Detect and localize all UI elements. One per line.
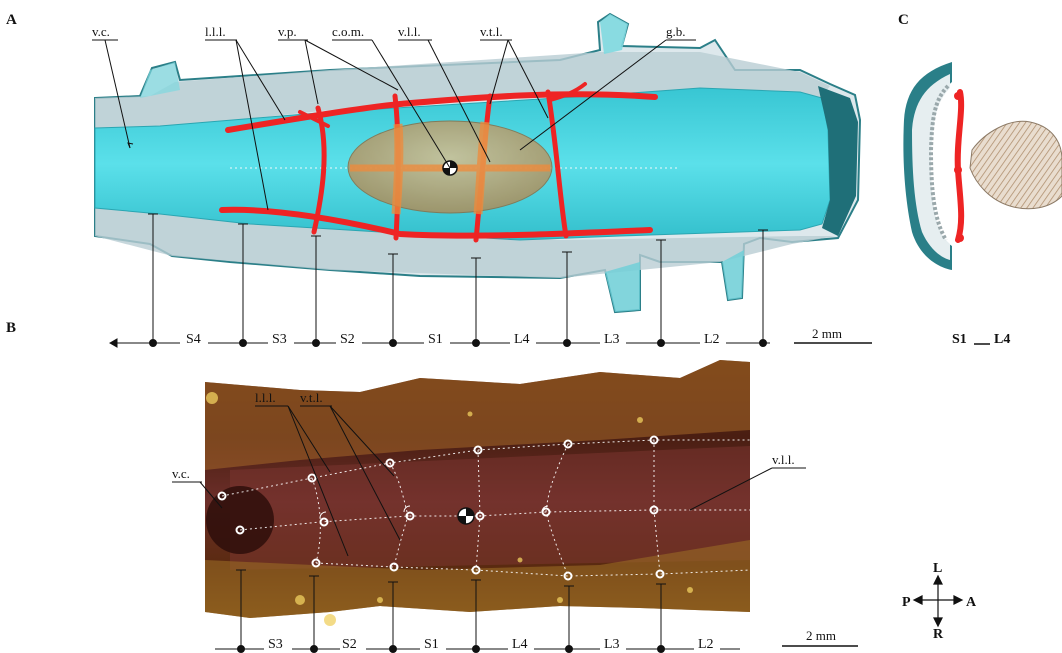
segment-b-4: L3 xyxy=(604,637,620,652)
segment-b-5: L2 xyxy=(698,637,714,652)
segment-b-0: S3 xyxy=(268,637,283,652)
panel-c-segment-right: L4 xyxy=(994,332,1010,347)
panel-b-photo: l.l.l. v.t.l. v.c. v.l.l. S3 S2 S1 L4 L3… xyxy=(172,360,858,653)
segment-a-1: S3 xyxy=(272,332,287,347)
compass-bottom: R xyxy=(933,627,944,642)
label-b-lll: l.l.l. xyxy=(255,390,276,405)
scale-label-a: 2 mm xyxy=(812,326,842,341)
panel-b-label: B xyxy=(6,320,16,336)
label-gb: g.b. xyxy=(666,24,686,39)
segment-a-3: S1 xyxy=(428,332,443,347)
label-vll: v.l.l. xyxy=(398,24,421,39)
label-vc: v.c. xyxy=(92,24,110,39)
label-b-vc: v.c. xyxy=(172,466,190,481)
panel-a-render: v.c. l.l.l. v.p. c.o.m. v.l.l. v.t.l. g.… xyxy=(92,14,872,350)
label-vtl: v.t.l. xyxy=(480,24,503,39)
segment-b-2: S1 xyxy=(424,637,439,652)
orientation-compass xyxy=(914,576,962,626)
compass-top: L xyxy=(933,561,942,576)
segment-a-5: L3 xyxy=(604,332,620,347)
panel-c-segment-left: S1 xyxy=(952,332,967,347)
scale-label-b: 2 mm xyxy=(806,628,836,643)
segment-b-3: L4 xyxy=(512,637,528,652)
label-b-vll: v.l.l. xyxy=(772,452,795,467)
segment-a-0: S4 xyxy=(186,332,201,347)
segment-b-1: S2 xyxy=(342,637,357,652)
label-lll: l.l.l. xyxy=(205,24,226,39)
label-vp: v.p. xyxy=(278,24,297,39)
panel-c-render xyxy=(903,62,1062,270)
segment-a-4: L4 xyxy=(514,332,530,347)
center-of-mass-marker-b xyxy=(458,508,474,524)
label-b-vtl: v.t.l. xyxy=(300,390,323,405)
label-com: c.o.m. xyxy=(332,24,364,39)
compass-right: A xyxy=(966,595,977,610)
panel-a-label: A xyxy=(6,12,17,28)
segment-a-6: L2 xyxy=(704,332,720,347)
segment-a-2: S2 xyxy=(340,332,355,347)
panel-c-label: C xyxy=(898,12,909,28)
compass-left: P xyxy=(902,595,911,610)
